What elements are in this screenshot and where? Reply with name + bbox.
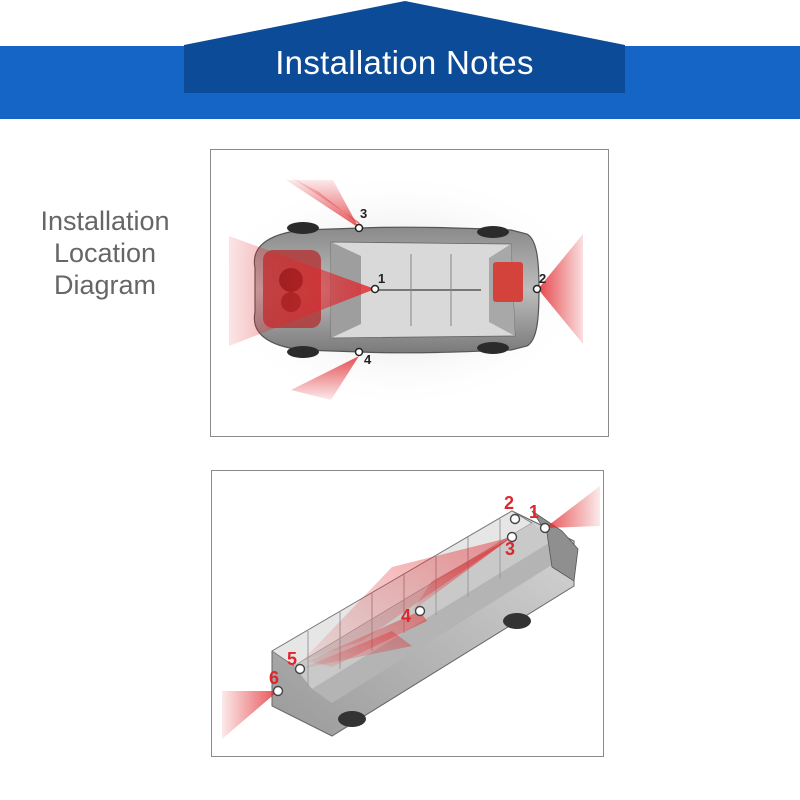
camera-3-label: 3	[360, 206, 367, 221]
bus-camera-5-label: 5	[287, 649, 297, 669]
camera-6-coverage	[222, 691, 278, 739]
bus-camera-1-label: 1	[529, 502, 539, 522]
page-title: Installation Notes	[184, 34, 625, 92]
caption-line-3: Diagram	[20, 269, 190, 301]
camera-2-label: 2	[539, 271, 546, 286]
bus-installation-diagram: 1 2 3 4 5 6	[211, 470, 604, 757]
camera-1-label: 1	[378, 271, 385, 286]
bus-body	[272, 511, 578, 736]
car-installation-diagram: 1 2 3 4	[210, 149, 609, 437]
diagram-caption: Installation Location Diagram	[20, 205, 190, 301]
camera-1-coverage	[545, 486, 600, 528]
bus-camera-2-label: 2	[504, 493, 514, 513]
bus-camera-6-label: 6	[269, 668, 279, 688]
camera-4-label: 4	[364, 352, 372, 367]
caption-line-1: Installation	[20, 205, 190, 237]
bus-diagram-svg: 1 2 3 4 5 6	[212, 471, 603, 756]
bus-camera-4-label: 4	[401, 606, 411, 626]
caption-line-2: Location	[20, 237, 190, 269]
car-diagram-svg: 1 2 3 4	[211, 150, 608, 436]
bus-camera-3-label: 3	[505, 539, 515, 559]
